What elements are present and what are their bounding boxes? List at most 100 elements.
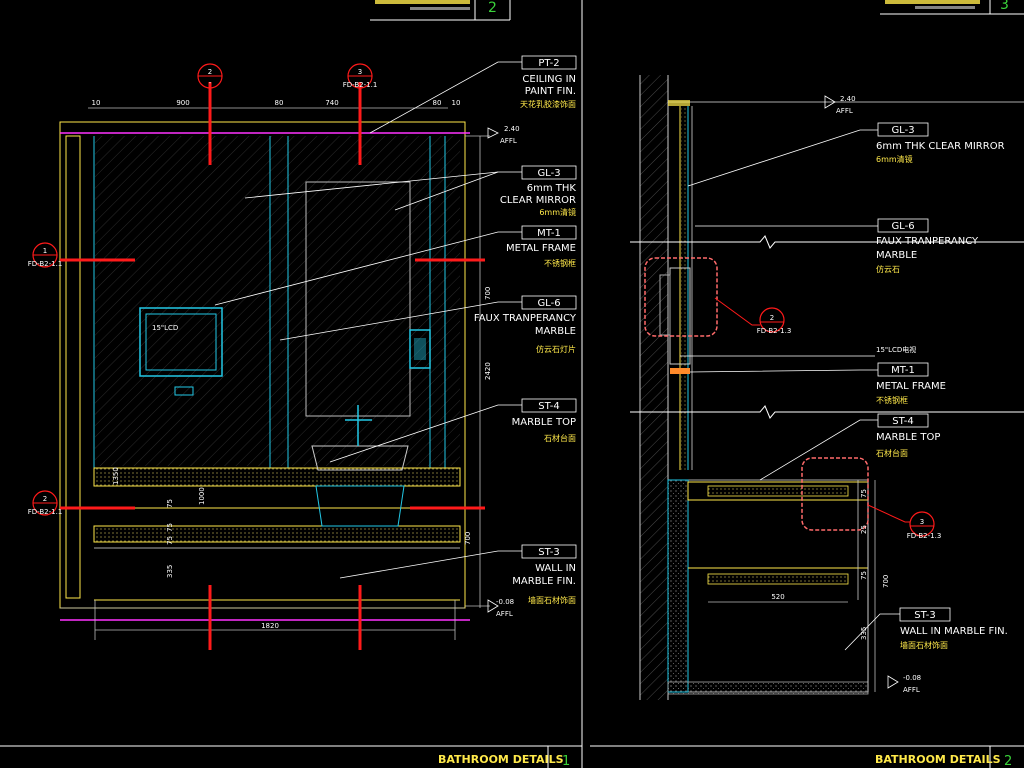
lcd-note: 15"LCD电视 xyxy=(876,345,916,354)
callout-cn: 仿云石灯片 xyxy=(536,344,576,354)
level-marker-top-left: 2.40 AFFL xyxy=(487,125,520,145)
dim-right-2: 25 xyxy=(860,525,868,534)
callout-line: 6mm THK xyxy=(527,183,577,194)
dim-right-6: 520 xyxy=(771,593,784,601)
dim-top-4: 740 xyxy=(325,99,338,107)
callout-line: MARBLE TOP xyxy=(512,417,576,428)
dim-bottom: 1820 xyxy=(261,622,279,630)
callout-right-gl-6: GL-6 FAUX TRANPERANCY MARBLE 仿云石 xyxy=(876,218,979,274)
callout-cn: 石材台面 xyxy=(544,433,576,443)
right-detail-marker-3: 3 FD-B2-1.3 xyxy=(907,511,941,540)
callout-code: ST-4 xyxy=(892,416,914,427)
callout-code: MT-1 xyxy=(537,228,561,239)
callout-cn: 墙面石材饰面 xyxy=(528,595,576,605)
callout-line: CEILING IN xyxy=(522,74,576,85)
callout-line: WALL IN MARBLE FIN. xyxy=(900,626,1008,637)
callout-mt-1: MT-1 METAL FRAME 不锈钢框 xyxy=(506,225,577,268)
level-label: AFFL xyxy=(500,137,517,145)
callout-cn: 仿云石 xyxy=(876,264,900,274)
callout-right-mt-1: MT-1 METAL FRAME 不锈钢框 xyxy=(876,362,946,405)
dim-top-5: 80 xyxy=(433,99,442,107)
marker-number: 2 xyxy=(43,495,47,503)
callout-line: WALL IN xyxy=(535,563,576,574)
dim-right-3: 75 xyxy=(860,571,868,580)
callout-line: FAUX TRANPERANCY xyxy=(876,236,979,247)
callout-line: MARBLE TOP xyxy=(876,432,940,443)
left-section-marker-top-3: 3 FD-B2-1.1 xyxy=(343,63,378,89)
callout-line: 6mm THK CLEAR MIRROR xyxy=(876,141,1005,152)
callout-cn: 6mm清镜 xyxy=(539,207,576,217)
right-title-num: 2 xyxy=(1004,754,1012,768)
dim-inner-3: 1000 xyxy=(198,487,206,505)
dim-right-2: 2420 xyxy=(484,362,492,380)
dim-right-4: 700 xyxy=(882,575,890,588)
level-label: AFFL xyxy=(496,610,513,618)
callout-code: MT-1 xyxy=(891,365,915,376)
dim-inner-5: 75 xyxy=(166,536,174,545)
callout-right-st-4: ST-4 MARBLE TOP 石材台面 xyxy=(876,413,940,458)
marker-ref: FD-B2-1.1 xyxy=(343,81,378,89)
marker-number: 1 xyxy=(43,247,47,255)
dim-right-5: 335 xyxy=(860,627,868,640)
callout-cn: 天花乳胶漆饰面 xyxy=(520,99,576,109)
lcd-label: 15"LCD xyxy=(152,324,178,332)
left-title: BATHROOM DETAILS xyxy=(438,753,564,766)
callout-right-gl-3: GL-3 6mm THK CLEAR MIRROR 6mm清镜 xyxy=(876,122,1005,164)
level-value: 2.40 xyxy=(504,125,520,133)
top-strip-num-left: 2 xyxy=(488,0,497,16)
callout-gl-6: GL-6 FAUX TRANPERANCY MARBLE 仿云石灯片 xyxy=(474,295,577,354)
callout-line: CLEAR MIRROR xyxy=(500,195,576,206)
marker-ref: FD-B2-1.1 xyxy=(28,508,63,516)
marker-ref: FD-B2-1.3 xyxy=(757,327,792,335)
callout-cn: 墙面石材饰面 xyxy=(900,640,948,650)
callout-cn: 不锈钢框 xyxy=(876,395,908,405)
marker-number: 2 xyxy=(770,314,774,322)
left-title-num: 1 xyxy=(562,754,570,768)
dim-inner-1: 1350 xyxy=(112,467,120,485)
marker-number: 2 xyxy=(208,68,212,76)
top-strip-num-right: 3 xyxy=(1000,0,1009,13)
dim-right-1: 700 xyxy=(484,287,492,300)
callout-code: GL-6 xyxy=(537,298,560,309)
level-marker-bottom-right: -0.08 AFFL xyxy=(887,674,921,694)
callout-code: ST-4 xyxy=(538,401,560,412)
callout-code: GL-6 xyxy=(891,221,914,232)
right-section xyxy=(630,75,1024,700)
callout-line: PAINT FIN. xyxy=(525,86,576,97)
callout-code: ST-3 xyxy=(914,610,936,621)
dim-top-6: 10 xyxy=(452,99,461,107)
dim-inner-6: 335 xyxy=(166,565,174,578)
callout-line: METAL FRAME xyxy=(876,381,946,392)
callout-line: MARBLE xyxy=(535,326,576,337)
callout-line: MARBLE FIN. xyxy=(512,576,576,587)
callout-line: MARBLE xyxy=(876,250,917,261)
callout-line: METAL FRAME xyxy=(506,243,576,254)
level-marker-top-right: 2.40 AFFL xyxy=(824,95,856,115)
right-detail-marker-2: 2 FD-B2-1.3 xyxy=(757,307,792,335)
left-section-marker-side-1: 1 FD-B2-1.1 xyxy=(28,242,62,268)
level-value: -0.08 xyxy=(903,674,921,682)
callout-code: GL-3 xyxy=(891,125,914,136)
callout-cn: 6mm清镜 xyxy=(876,154,913,164)
dim-inner-4: 75 xyxy=(166,523,174,532)
level-value: 2.40 xyxy=(840,95,856,103)
marker-ref: - xyxy=(209,79,212,87)
callout-cn: 不锈钢框 xyxy=(544,258,576,268)
callout-code: PT-2 xyxy=(538,58,559,69)
callout-right-st-3: ST-3 WALL IN MARBLE FIN. 墙面石材饰面 xyxy=(899,607,1008,650)
left-section-marker-side-2: 2 FD-B2-1.1 xyxy=(28,490,63,516)
callout-st-4: ST-4 MARBLE TOP 石材台面 xyxy=(512,398,577,443)
left-section-marker-top-2: 2 - xyxy=(197,63,223,89)
callout-cn: 石材台面 xyxy=(876,448,908,458)
callout-gl-3: GL-3 6mm THK CLEAR MIRROR 6mm清镜 xyxy=(500,165,577,217)
left-elevation xyxy=(59,61,522,650)
callout-code: GL-3 xyxy=(537,168,560,179)
level-label: AFFL xyxy=(836,107,853,115)
dim-top-1: 10 xyxy=(92,99,101,107)
dim-right-3: 700 xyxy=(464,532,472,545)
right-title: BATHROOM DETAILS xyxy=(875,753,1001,766)
level-marker-bottom-left: -0.08 AFFL xyxy=(487,598,514,618)
marker-number: 3 xyxy=(920,518,924,526)
